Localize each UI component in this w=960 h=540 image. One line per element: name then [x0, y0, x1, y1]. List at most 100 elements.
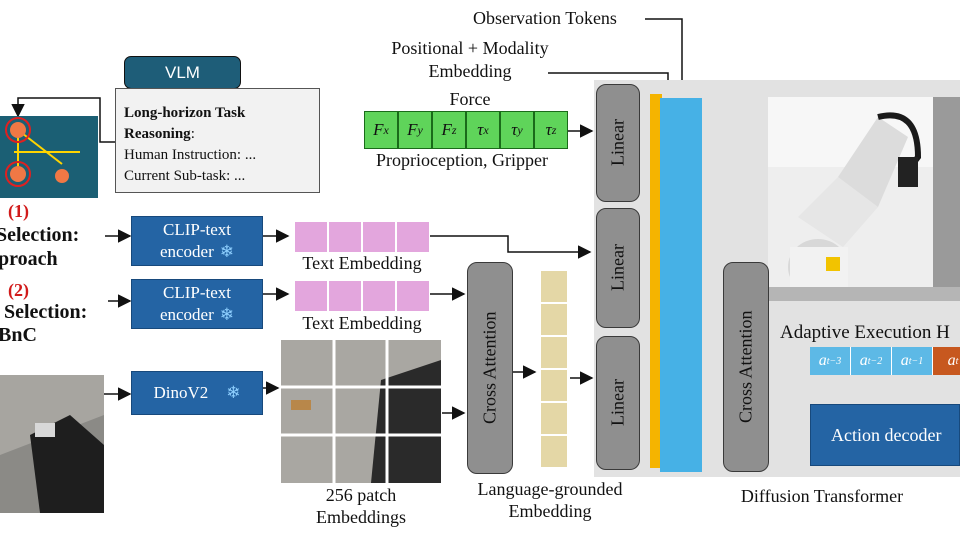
text-token [328, 280, 362, 312]
action-token-symbol: a [947, 352, 956, 369]
clip-text-encoder-2: CLIP-text encoder ❄ [131, 279, 263, 329]
force-token-subscript: z [451, 122, 457, 137]
patch-grid [281, 340, 441, 483]
vlm-tag: VLM [124, 56, 241, 89]
text-token [362, 221, 396, 253]
linear-3-label: Linear [607, 379, 628, 427]
text-token [396, 221, 430, 253]
action-token-subscript: t−1 [908, 355, 924, 367]
scene-image [0, 116, 98, 198]
selection-1-value: proach [0, 248, 58, 270]
observation-token-column-orange [650, 94, 662, 468]
patch-label-2: Embeddings [316, 507, 406, 527]
grounded-token [540, 435, 568, 468]
action-decoder: Action decoder [810, 404, 960, 466]
text-embedding-1-label: Text Embedding [302, 253, 422, 273]
snowflake-icon: ❄ [219, 305, 235, 324]
force-token-subscript: y [517, 122, 523, 137]
grounded-token [540, 270, 568, 303]
grounded-token [540, 303, 568, 336]
language-grounded-label-1: Language-grounded [477, 479, 623, 499]
observation-tokens-label: Observation Tokens [473, 8, 617, 28]
vlm-title2: Reasoning [124, 126, 191, 142]
robot-photo [768, 97, 960, 301]
vlm-title: Long-horizon Task [124, 105, 246, 121]
selection-1-label: Selection: [0, 224, 80, 246]
patch-label-1: 256 patch [325, 485, 397, 505]
vlm-line-2: Current Sub-task: ... [124, 168, 246, 184]
vlm-title-colon: : [190, 126, 195, 142]
clip-1-line-2: encoder [159, 242, 214, 261]
grounded-token [540, 369, 568, 402]
linear-block-2: Linear [596, 208, 640, 328]
text-embedding-2-tokens [294, 280, 430, 312]
text-token [294, 280, 328, 312]
vlm-line-1: Human Instruction: ... [124, 147, 257, 163]
linear-2-label: Linear [607, 244, 628, 292]
action-token-subscript: t−2 [867, 355, 883, 367]
language-grounded-label-2: Embedding [508, 501, 592, 521]
cross-attention-block-1: Cross Attention [467, 262, 513, 474]
action-token-symbol: a [818, 352, 827, 369]
proprioception-label: Proprioception, Gripper [376, 150, 548, 170]
dinov2-encoder: DinoV2 ❄ [131, 371, 263, 415]
force-token-symbol: F [373, 120, 384, 139]
force-token-symbol: τ [545, 120, 552, 139]
linear-block-1: Linear [596, 84, 640, 202]
linear-1-label: Linear [607, 119, 628, 167]
force-token-subscript: z [551, 122, 557, 137]
action-decoder-label: Action decoder [831, 425, 942, 445]
action-token-subscript: t [955, 355, 959, 367]
text-embedding-1-tokens [294, 221, 430, 253]
cross-attention-2-label: Cross Attention [735, 310, 756, 424]
force-token-symbol: F [407, 120, 418, 139]
force-label: Force [449, 89, 491, 109]
clip-text-encoder-1: CLIP-text encoder ❄ [131, 216, 263, 266]
positional-modality-label-1: Positional + Modality [391, 38, 549, 58]
action-token-symbol: a [900, 352, 909, 369]
snowflake-icon: ❄ [219, 242, 235, 261]
force-token-symbol: F [441, 120, 452, 139]
text-token [294, 221, 328, 253]
selection-2-label: Selection: [4, 301, 88, 323]
text-token [396, 280, 430, 312]
force-token-symbol: τ [477, 120, 484, 139]
force-token-symbol: τ [511, 120, 518, 139]
snowflake-icon: ❄ [226, 383, 241, 402]
selection-1-number: (1) [8, 201, 29, 221]
text-token [362, 280, 396, 312]
text-embedding-2-label: Text Embedding [302, 313, 422, 333]
linear-block-3: Linear [596, 336, 640, 470]
clip-1-line-1: CLIP-text [163, 220, 231, 239]
observation-token-column-blue [660, 98, 702, 472]
cross-attention-1-label: Cross Attention [479, 311, 500, 425]
force-token-subscript: x [383, 122, 389, 137]
action-token-symbol: a [859, 352, 868, 369]
adaptive-execution-label: Adaptive Execution H [780, 322, 950, 343]
dinov2-label: DinoV2 [153, 383, 209, 402]
clip-2-line-2: encoder [159, 305, 214, 324]
force-token-subscript: y [417, 122, 423, 137]
vlm-box: Long-horizon Task Reasoning: Human Instr… [115, 88, 320, 193]
force-token-subscript: x [483, 122, 489, 137]
action-token-subscript: t−3 [826, 355, 842, 367]
grounded-token [540, 402, 568, 435]
language-grounded-column [540, 270, 568, 468]
diffusion-transformer-label: Diffusion Transformer [740, 486, 904, 506]
camera-image [0, 375, 104, 513]
text-token [328, 221, 362, 253]
clip-2-line-1: CLIP-text [163, 283, 231, 302]
selection-2-number: (2) [8, 280, 29, 300]
selection-2-value: BnC [0, 324, 37, 346]
